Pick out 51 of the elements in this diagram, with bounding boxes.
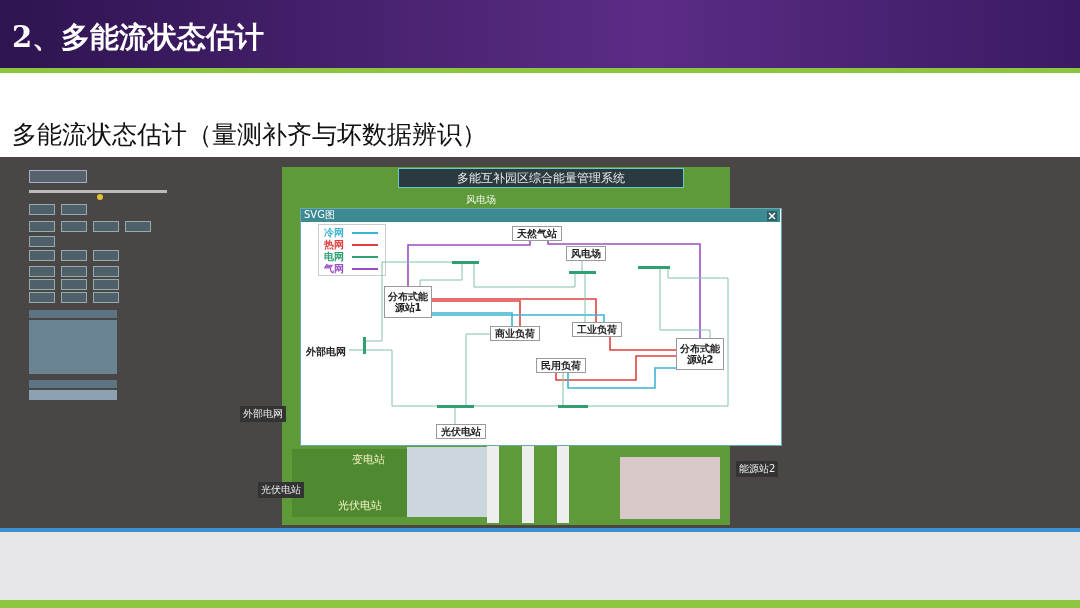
- bus-bar: [437, 405, 474, 408]
- map-info-label: 光伏电站: [258, 482, 304, 498]
- connector-line: [609, 336, 677, 351]
- connector-line: [547, 240, 701, 339]
- node-box: 民用负荷: [536, 358, 586, 373]
- connector-line: [581, 260, 583, 272]
- connector-line: [431, 312, 513, 327]
- connector-line: [348, 349, 364, 351]
- node-box: 风电场: [566, 246, 606, 261]
- bus-bar: [452, 261, 479, 264]
- node-box: 工业负荷: [572, 322, 622, 337]
- connector-line: [365, 349, 438, 407]
- node-box: 分布式能源站2: [676, 338, 724, 370]
- map-label: 光伏电站: [338, 498, 382, 513]
- slide-subtitle: 多能流状态估计（量测补齐与坏数据辨识）: [12, 119, 487, 151]
- window-title: SVG图: [304, 209, 335, 221]
- connector-line: [659, 268, 711, 339]
- connector-line: [454, 407, 456, 425]
- connector-line: [587, 268, 729, 407]
- connector-line: [431, 300, 521, 327]
- legend-label: 电网: [324, 250, 344, 263]
- map-label: 变电站: [352, 452, 385, 467]
- connector-line: [407, 240, 531, 287]
- bus-bar: [569, 271, 596, 274]
- node-box: 分布式能源站1: [384, 286, 432, 318]
- connector-line: [419, 263, 463, 287]
- bus-bar: [363, 337, 366, 354]
- connector-line: [473, 263, 576, 288]
- legend-label: 气网: [324, 262, 344, 276]
- connector-line: [465, 333, 491, 406]
- slide-title: 2、多能流状态估计: [12, 19, 265, 56]
- connector-line: [473, 405, 559, 407]
- connector-line: [365, 261, 453, 342]
- legend-label: 冷网: [324, 226, 344, 239]
- node-box: 商业负荷: [490, 326, 540, 341]
- connector-line: [555, 355, 677, 381]
- map-label: 风电场: [466, 193, 496, 207]
- connector-line: [584, 273, 586, 323]
- legend-label: 热网: [324, 238, 344, 251]
- node-label: 外部电网: [303, 344, 349, 359]
- bus-bar: [558, 405, 588, 408]
- map-info-label: 能源站2: [736, 461, 779, 477]
- node-box: 光伏电站: [436, 424, 486, 439]
- connector-line: [567, 367, 677, 389]
- system-title-banner: 多能互补园区综合能量管理系统: [398, 168, 684, 188]
- connector-line: [562, 372, 564, 406]
- node-box: 天然气站: [512, 226, 562, 241]
- map-info-label: 外部电网: [240, 406, 286, 422]
- bus-bar: [638, 266, 670, 269]
- connector-line: [431, 298, 597, 323]
- connector-line: [431, 314, 605, 323]
